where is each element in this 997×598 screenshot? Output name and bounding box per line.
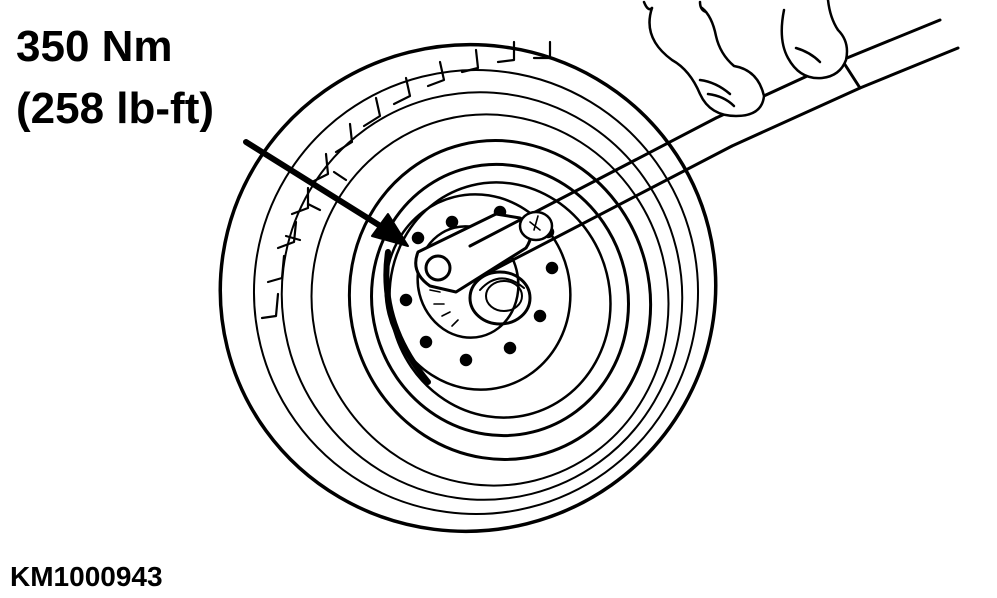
torque-wrench bbox=[414, 18, 960, 294]
wheel-nut bbox=[411, 231, 425, 245]
rim-shadow bbox=[383, 249, 431, 385]
wrench-shaft-lower bbox=[480, 144, 734, 278]
wrench-handle bbox=[714, 58, 862, 148]
tire-contour-1 bbox=[253, 69, 699, 515]
torque-value-metric: 350 Nm bbox=[16, 22, 173, 71]
figure-id: KM1000943 bbox=[10, 561, 163, 592]
hub-cap-inner bbox=[485, 280, 523, 312]
tire-outer-edge bbox=[218, 42, 718, 534]
rim-disc bbox=[384, 193, 572, 391]
wheel-nut bbox=[533, 309, 547, 323]
wheel-nut bbox=[445, 215, 459, 229]
tire-contour-2 bbox=[280, 91, 684, 501]
wheel-nut bbox=[545, 261, 559, 275]
hub-cap-outer bbox=[468, 270, 532, 326]
wrench-shaft-upper bbox=[468, 116, 718, 248]
torque-value-imperial: (258 lb-ft) bbox=[16, 84, 214, 133]
wheel-nut bbox=[419, 335, 433, 349]
callout-arrow bbox=[243, 139, 409, 247]
hands bbox=[642, 0, 849, 118]
rim-outer bbox=[370, 162, 630, 438]
hub-cap bbox=[468, 270, 532, 326]
left-hand bbox=[648, 6, 766, 118]
wheel-rim bbox=[370, 162, 630, 438]
tire-contour-3 bbox=[310, 113, 670, 487]
right-hand bbox=[780, 0, 849, 80]
wheel-nut bbox=[459, 353, 473, 367]
wheel-nut bbox=[503, 341, 517, 355]
tire-tread bbox=[260, 40, 552, 320]
tire bbox=[218, 42, 718, 534]
tire-sidewall-edge bbox=[347, 139, 653, 461]
wheel-nut bbox=[399, 293, 413, 307]
arrow-head bbox=[371, 213, 409, 247]
wrench-socket bbox=[424, 254, 452, 282]
sleeve-left bbox=[642, 0, 708, 14]
